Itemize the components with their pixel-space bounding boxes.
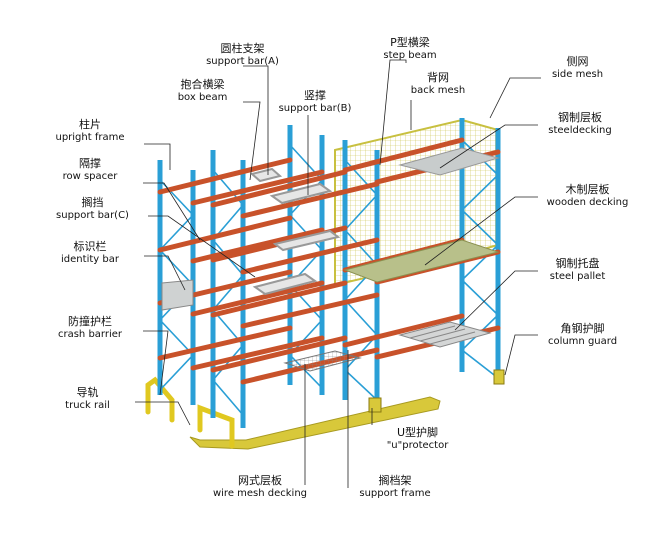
label-upright-frame-en: upright frame: [55, 132, 125, 143]
label-crash-barrier-zh: 防撞护栏: [68, 315, 112, 328]
label-box-beam-zh: 抱合横梁: [180, 78, 225, 91]
label-side-mesh-zh: 侧网: [566, 55, 589, 68]
label-u-protector-en: "u"protector: [386, 440, 449, 451]
label-support-bar-a: 圆柱支架 support bar(A): [195, 42, 290, 68]
label-step-beam-zh: P型横梁: [390, 36, 430, 49]
label-steel-pallet-zh: 钢制托盘: [555, 257, 600, 270]
label-column-guard-zh: 角钢护脚: [560, 322, 605, 335]
label-box-beam: 抱合横梁 box beam: [160, 78, 245, 104]
label-row-spacer-en: row spacer: [62, 171, 118, 182]
label-side-mesh: 侧网 side mesh: [535, 55, 620, 81]
label-steel-decking: 钢制层板 steeldecking: [535, 111, 625, 137]
label-identity-bar-zh: 标识栏: [73, 240, 107, 253]
label-support-frame-zh: 搁档架: [378, 474, 412, 487]
label-box-beam-en: box beam: [177, 92, 228, 103]
label-step-beam-en: step beam: [383, 50, 437, 61]
label-support-bar-a-en: support bar(A): [206, 56, 279, 67]
support-bars-shape: [249, 167, 341, 296]
label-truck-rail-en: truck rail: [65, 400, 110, 411]
label-support-bar-b-zh: 竖撑: [304, 89, 326, 102]
label-steel-pallet: 钢制托盘 steel pallet: [535, 257, 620, 283]
label-step-beam: P型横梁 step beam: [370, 36, 450, 62]
label-crash-barrier-en: crash barrier: [57, 329, 123, 340]
label-steel-pallet-en: steel pallet: [549, 271, 606, 282]
side-mesh-shape: [461, 118, 499, 257]
label-steel-decking-en: steeldecking: [548, 125, 612, 136]
label-row-spacer-zh: 隔撑: [79, 157, 101, 170]
label-steel-decking-zh: 钢制层板: [558, 111, 602, 124]
steel-pallet-shape: [398, 321, 492, 348]
label-support-bar-a-zh: 圆柱支架: [220, 42, 265, 55]
wire-mesh-decking-shape: [283, 350, 362, 372]
identity-bar-shape: [161, 279, 194, 311]
label-back-mesh: 背网 back mesh: [398, 71, 478, 97]
label-wooden-decking-en: wooden decking: [546, 197, 629, 208]
label-side-mesh-en: side mesh: [551, 69, 604, 80]
label-column-guard: 角钢护脚 column guard: [535, 322, 630, 348]
label-support-frame: 搁档架 support frame: [350, 474, 440, 500]
label-support-bar-c: 搁挡 support bar(C): [40, 196, 145, 222]
label-wooden-decking-zh: 木制层板: [565, 183, 610, 196]
label-wire-mesh-decking: 网式层板 wire mesh decking: [205, 474, 315, 500]
label-identity-bar-en: identity bar: [61, 254, 119, 265]
wooden-decking-shape: [343, 239, 500, 283]
u-protector-shape: [368, 397, 382, 413]
column-guard-shape: [493, 369, 505, 385]
label-row-spacer: 隔撑 row spacer: [40, 157, 140, 183]
label-truck-rail-zh: 导轨: [76, 386, 99, 399]
label-truck-rail: 导轨 truck rail: [40, 386, 135, 412]
label-support-bar-c-zh: 搁挡: [81, 196, 104, 209]
label-column-guard-en: column guard: [547, 336, 618, 347]
label-u-protector-zh: U型护脚: [396, 426, 439, 439]
steel-decking-shape: [398, 147, 500, 176]
label-upright-frame-zh: 柱片: [79, 118, 101, 131]
label-wire-mesh-decking-zh: 网式层板: [238, 474, 282, 487]
label-identity-bar: 标识栏 identity bar: [40, 240, 140, 266]
label-upright-frame: 柱片 upright frame: [40, 118, 140, 144]
label-wooden-decking: 木制层板 wooden decking: [535, 183, 640, 209]
label-back-mesh-en: back mesh: [410, 85, 466, 96]
label-support-frame-en: support frame: [359, 488, 431, 499]
label-crash-barrier: 防撞护栏 crash barrier: [40, 315, 140, 341]
leader-lines: [135, 59, 541, 488]
label-back-mesh-zh: 背网: [427, 71, 449, 84]
label-support-bar-b-en: support bar(B): [278, 103, 352, 114]
label-support-bar-b: 竖撑 support bar(B): [270, 89, 360, 115]
crash-barrier-shape: [145, 376, 235, 449]
label-wire-mesh-decking-en: wire mesh decking: [212, 488, 308, 499]
label-u-protector: U型护脚 "u"protector: [375, 426, 460, 452]
label-support-bar-c-en: support bar(C): [56, 210, 129, 221]
